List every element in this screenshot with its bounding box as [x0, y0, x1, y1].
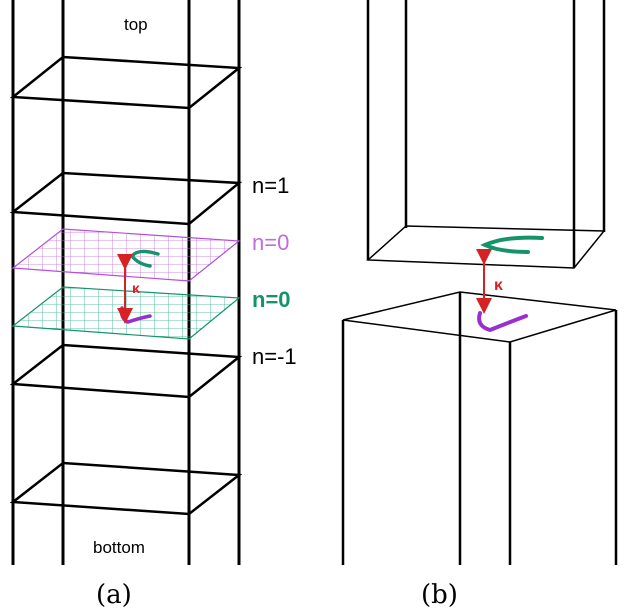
caption-b: (b)	[421, 580, 458, 610]
rung-n1	[9, 171, 243, 226]
bottom-label: bottom	[93, 538, 145, 557]
upper-column	[366, 0, 606, 269]
rung-upper-1	[9, 55, 243, 110]
label-n1: n=1	[252, 173, 289, 198]
lower-column	[341, 291, 618, 565]
rung-lower-2	[9, 461, 243, 516]
kappa-label-a: κ	[132, 280, 140, 296]
caption-a: (a)	[96, 580, 132, 610]
green-curve-b	[480, 235, 544, 254]
kappa-label-b: κ	[494, 277, 503, 294]
rung-n-minus-1	[9, 343, 243, 399]
label-n0-green: n=0	[252, 287, 291, 312]
label-n0-purple: n=0	[252, 230, 289, 255]
panel-a: κ top bottom n=1 n=0 n=0 n=-1 (a)	[9, 0, 297, 610]
column-poles	[11, 0, 241, 565]
label-n-minus-1: n=-1	[252, 344, 297, 369]
top-label: top	[124, 15, 148, 34]
purple-curve-b	[477, 311, 528, 333]
panel-b: κ (b)	[341, 0, 618, 610]
